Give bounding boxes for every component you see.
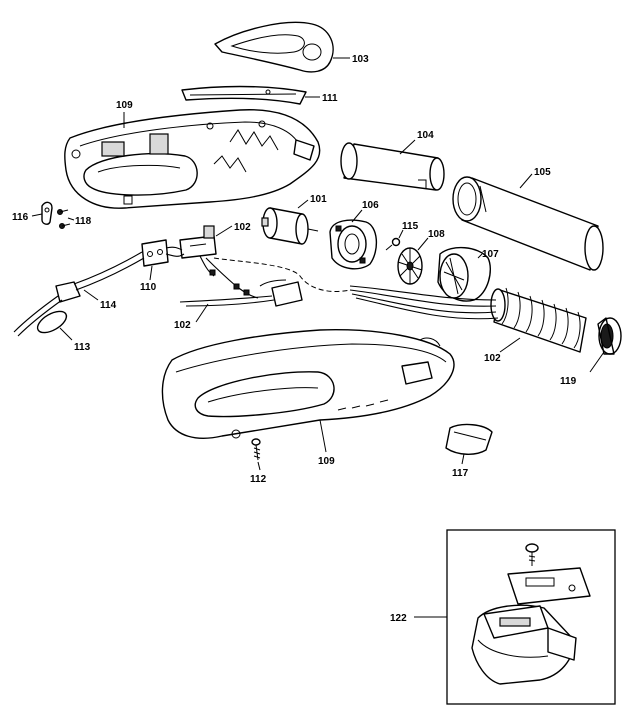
- label-108: 108: [428, 229, 445, 240]
- leader-105: [519, 173, 533, 189]
- leader-109b: [319, 419, 327, 453]
- label-103: 103: [352, 54, 369, 65]
- leader-113: [59, 327, 73, 341]
- part-106-fan-housing: [329, 219, 377, 270]
- label-111: 111: [322, 93, 338, 104]
- leader-110: [149, 265, 153, 281]
- label-116: 116: [12, 212, 29, 223]
- label-101: 101: [310, 194, 327, 205]
- leader-102a: [215, 225, 233, 237]
- part-105-outer-barrel: [452, 176, 604, 271]
- leader-102b: [195, 303, 209, 323]
- part-118-screws: [57, 209, 71, 229]
- part-109-housing-upper: [64, 109, 321, 209]
- part-102-heating-coil: [490, 287, 587, 353]
- part-101-motor: [261, 207, 319, 245]
- leader-119: [589, 351, 605, 373]
- label-102b: 102: [174, 320, 191, 331]
- part-107-element-cap: [437, 247, 492, 302]
- label-117: 117: [452, 468, 469, 479]
- part-110-terminal-block: [141, 239, 185, 267]
- label-118: 118: [75, 216, 92, 227]
- label-112: 112: [250, 474, 267, 485]
- part-111-switch-strip: [181, 85, 307, 105]
- leader-114: [83, 289, 99, 301]
- label-109b: 109: [318, 456, 335, 467]
- label-104: 104: [417, 130, 434, 141]
- leader-115: [398, 229, 404, 239]
- label-114: 114: [100, 300, 117, 311]
- part-122-stand-base: [471, 604, 577, 685]
- part-119-grille-ring: [597, 317, 622, 355]
- part-104-inner-tube: [340, 142, 445, 191]
- part-122-stand-screw: [525, 543, 539, 566]
- label-107: 107: [482, 249, 499, 260]
- part-117-slide-button: [445, 423, 493, 455]
- leader-118: [67, 217, 75, 221]
- part-108-fan-impeller: [397, 247, 423, 285]
- label-102c: 102: [484, 353, 501, 364]
- part-109-housing-lower: [161, 329, 455, 439]
- leader-107: [477, 253, 483, 259]
- leader-117: [461, 453, 465, 465]
- label-106: 106: [362, 200, 379, 211]
- leader-101: [297, 199, 309, 209]
- part-112-housing-screw: [251, 438, 261, 461]
- part-122-stand-plate: [507, 567, 591, 605]
- label-115: 115: [402, 221, 419, 232]
- label-119: 119: [560, 376, 577, 387]
- label-110: 110: [140, 282, 157, 293]
- leader-112: [257, 461, 261, 471]
- part-114-strain-relief: [55, 251, 145, 303]
- leader-102c: [499, 337, 521, 353]
- part-116-cord-clamp: [41, 201, 53, 225]
- leader-104: [399, 139, 416, 155]
- label-109a: 109: [116, 100, 133, 111]
- wire-route-dashed: [213, 257, 351, 292]
- coil-wire-bundle: [349, 285, 499, 320]
- part-113-power-cord: [13, 295, 68, 337]
- part-102-switch: [179, 225, 217, 259]
- leader-108: [417, 237, 429, 251]
- label-105: 105: [534, 167, 551, 178]
- part-115-screw: [385, 237, 401, 251]
- label-122: 122: [390, 613, 407, 624]
- label-102a: 102: [234, 222, 251, 233]
- part-102-lead-assembly: [179, 279, 303, 307]
- label-113: 113: [74, 342, 91, 353]
- switch-terminals: [209, 269, 250, 296]
- part-103-handle-plate: [214, 21, 334, 73]
- leader-106: [351, 209, 363, 223]
- leader-116: [31, 213, 43, 217]
